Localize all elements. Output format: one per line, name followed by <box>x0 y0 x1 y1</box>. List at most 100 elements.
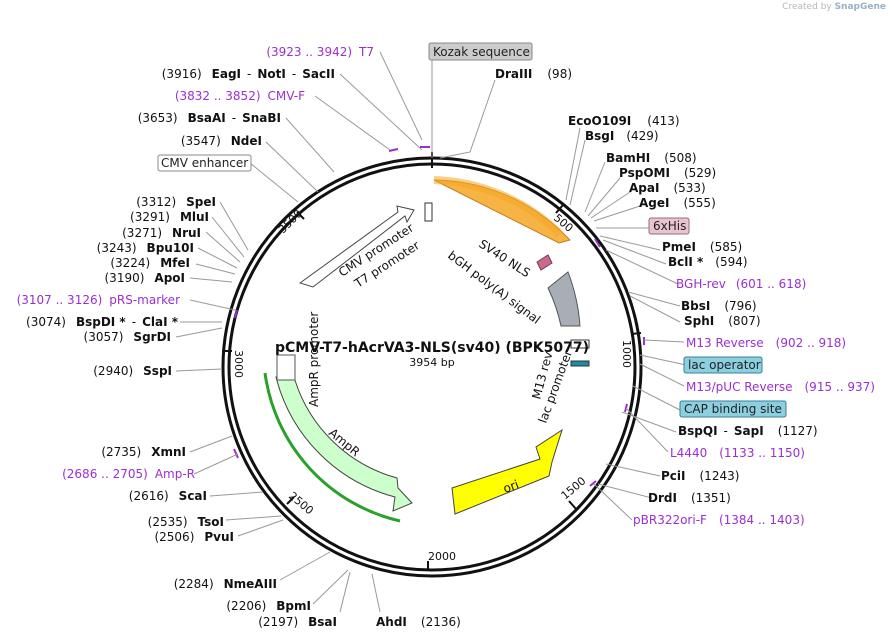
nmeaiii-leader <box>279 551 331 581</box>
cmv-f-leader <box>314 95 391 151</box>
tsoi-leader <box>225 515 282 521</box>
bamHI-pos: (508) <box>664 151 696 165</box>
sgrdi-pos: (3057) <box>84 330 124 344</box>
hacrva3-cds-arrow <box>433 179 571 244</box>
amp-r-name: Amp-R <box>155 467 195 481</box>
cmv-f-range: (3832 .. 3852) <box>175 89 261 103</box>
lac-operator-label: lac operator <box>688 358 761 372</box>
xmnI-name: XmnI <box>151 445 186 459</box>
m13-reverse-leader <box>643 339 685 343</box>
mluI-pos: (3291) <box>130 210 170 224</box>
pvuI-name: PvuI <box>204 530 234 544</box>
bgh-rev-primer-mark <box>594 238 601 248</box>
bspdi-pos: (3074) <box>26 315 66 329</box>
ageI-name: AgeI <box>639 196 669 210</box>
site-bsaAI: (3653)BsaAI-SnaBI <box>138 111 281 125</box>
bpmI-pos: (2206) <box>226 599 266 613</box>
sspI-name: SspI <box>143 364 172 378</box>
nmeaiii-name: NmeAIII <box>224 577 277 591</box>
cmv-enhancer-box <box>157 154 252 172</box>
site-speI: (3312)SpeI <box>136 195 216 209</box>
kozak-box <box>428 42 533 61</box>
site-bspdi: (3074)BspDI *-ClaI * <box>26 315 179 329</box>
ndeI-name: NdeI <box>231 134 262 148</box>
ampr-outline-arc <box>263 372 401 523</box>
eco0109-pos: (413) <box>647 114 679 128</box>
sphi-leader <box>629 295 681 323</box>
tick-label-1000: 1000 <box>620 340 633 368</box>
nrui-leader <box>205 231 241 263</box>
bgh-rev-primer-label: BGH-rev(601 .. 618) <box>676 277 806 291</box>
eagI-name: EagI <box>212 67 241 81</box>
boxed-labels: Kozak sequence 6xHis lac operator CAP bi… <box>157 42 787 418</box>
apaI-name: ApaI <box>629 181 659 195</box>
site-pmeI: PmeI(585) <box>662 240 742 254</box>
bgh-rev-leader <box>605 249 679 285</box>
features <box>263 176 590 523</box>
bsaAI-sep: - <box>232 111 236 125</box>
mfeI-pos: (3224) <box>110 256 150 270</box>
bsaAI-name: BsaAI <box>188 111 226 125</box>
snapgene-logo: SnapGene <box>834 2 886 12</box>
site-eco0109: EcoO109I(413) <box>568 114 680 128</box>
mluI-name: MluI <box>180 210 209 224</box>
noti-name: NotI <box>257 67 286 81</box>
l4440-leader <box>625 407 669 453</box>
drdI-name: DrdI <box>648 491 677 505</box>
scaI-pos: (2616) <box>129 489 169 503</box>
site-scaI: (2616)ScaI <box>129 489 207 503</box>
site-xmnI: (2735)XmnI <box>101 445 186 459</box>
amp-r-primer-label: (2686 .. 2705)Amp-R <box>62 467 195 481</box>
site-apaI: ApaI(533) <box>629 181 706 195</box>
tick-3500 <box>296 211 305 220</box>
cmv-enhancer-label: CMV enhancer <box>161 156 248 170</box>
ahdI-pos: (2136) <box>421 615 461 629</box>
ori-feature <box>451 428 563 515</box>
sacii-name: SacII <box>302 67 335 81</box>
bbsI-name: BbsI <box>681 299 710 313</box>
bamHI-name: BamHI <box>606 151 650 165</box>
m13-reverse-range: (902 .. 918) <box>776 336 846 350</box>
m13-puc-leader <box>639 363 685 387</box>
bsaai-leader <box>285 117 335 173</box>
ampr-promoter-label: AmpR promoter <box>307 312 321 407</box>
prs-marker-leader <box>189 299 236 311</box>
site-eagI: (3916)EagI-NotI-SacII <box>162 67 335 81</box>
pbr322ori-range: (1384 .. 1403) <box>719 513 805 527</box>
speI-pos: (3312) <box>136 195 176 209</box>
kozak-label: Kozak sequence <box>433 45 530 59</box>
ageI-pos: (555) <box>683 196 715 210</box>
bgh-rev-range: (601 .. 618) <box>736 277 806 291</box>
pmeI-pos: (585) <box>710 240 742 254</box>
bsai-leader <box>339 571 351 613</box>
eagI-sep: - <box>247 67 251 81</box>
mfeI-name: MfeI <box>160 256 190 270</box>
tick-2500 <box>286 496 295 505</box>
lac-operator-leader <box>639 354 687 366</box>
bpu10i-pos: (3243) <box>97 241 137 255</box>
draIII-name: DraIII <box>495 67 532 81</box>
top-primer-labels: (3923 .. 3942)T7 (3832 .. 3852)CMV-F (31… <box>17 45 374 481</box>
pmei-leader <box>599 235 661 251</box>
site-nruI: (3271)NruI <box>122 226 201 240</box>
ndeI-pos: (3547) <box>181 134 221 148</box>
primer-marks <box>233 146 645 487</box>
site-pciI: PciI(1243) <box>661 469 739 483</box>
bpmi-leader <box>312 569 349 605</box>
site-pvuI: (2506)PvuI <box>154 530 234 544</box>
site-bamHI: BamHI (508) <box>606 151 697 165</box>
pbr322ori-primer-mark <box>589 480 597 487</box>
l4440-primer-label: L4440(1133 .. 1150) <box>670 446 805 460</box>
nruI-name: NruI <box>172 226 201 240</box>
tick-1000 <box>630 332 642 335</box>
bsaI-name: BsaI <box>308 615 337 629</box>
pvui-leader <box>237 519 284 537</box>
lac-operator-mark <box>570 360 590 367</box>
snabi-name: SnaBI <box>242 111 281 125</box>
plasmid-name: pCMV-T7-hAcrVA3-NLS(sv40) (BPK5077) <box>275 340 589 356</box>
ori-label: ori <box>501 477 520 495</box>
tick-500 <box>555 204 564 214</box>
prs-name: pRS-marker <box>109 293 180 307</box>
draIII-leader <box>439 79 496 159</box>
ampr-promoter-box <box>276 354 296 381</box>
